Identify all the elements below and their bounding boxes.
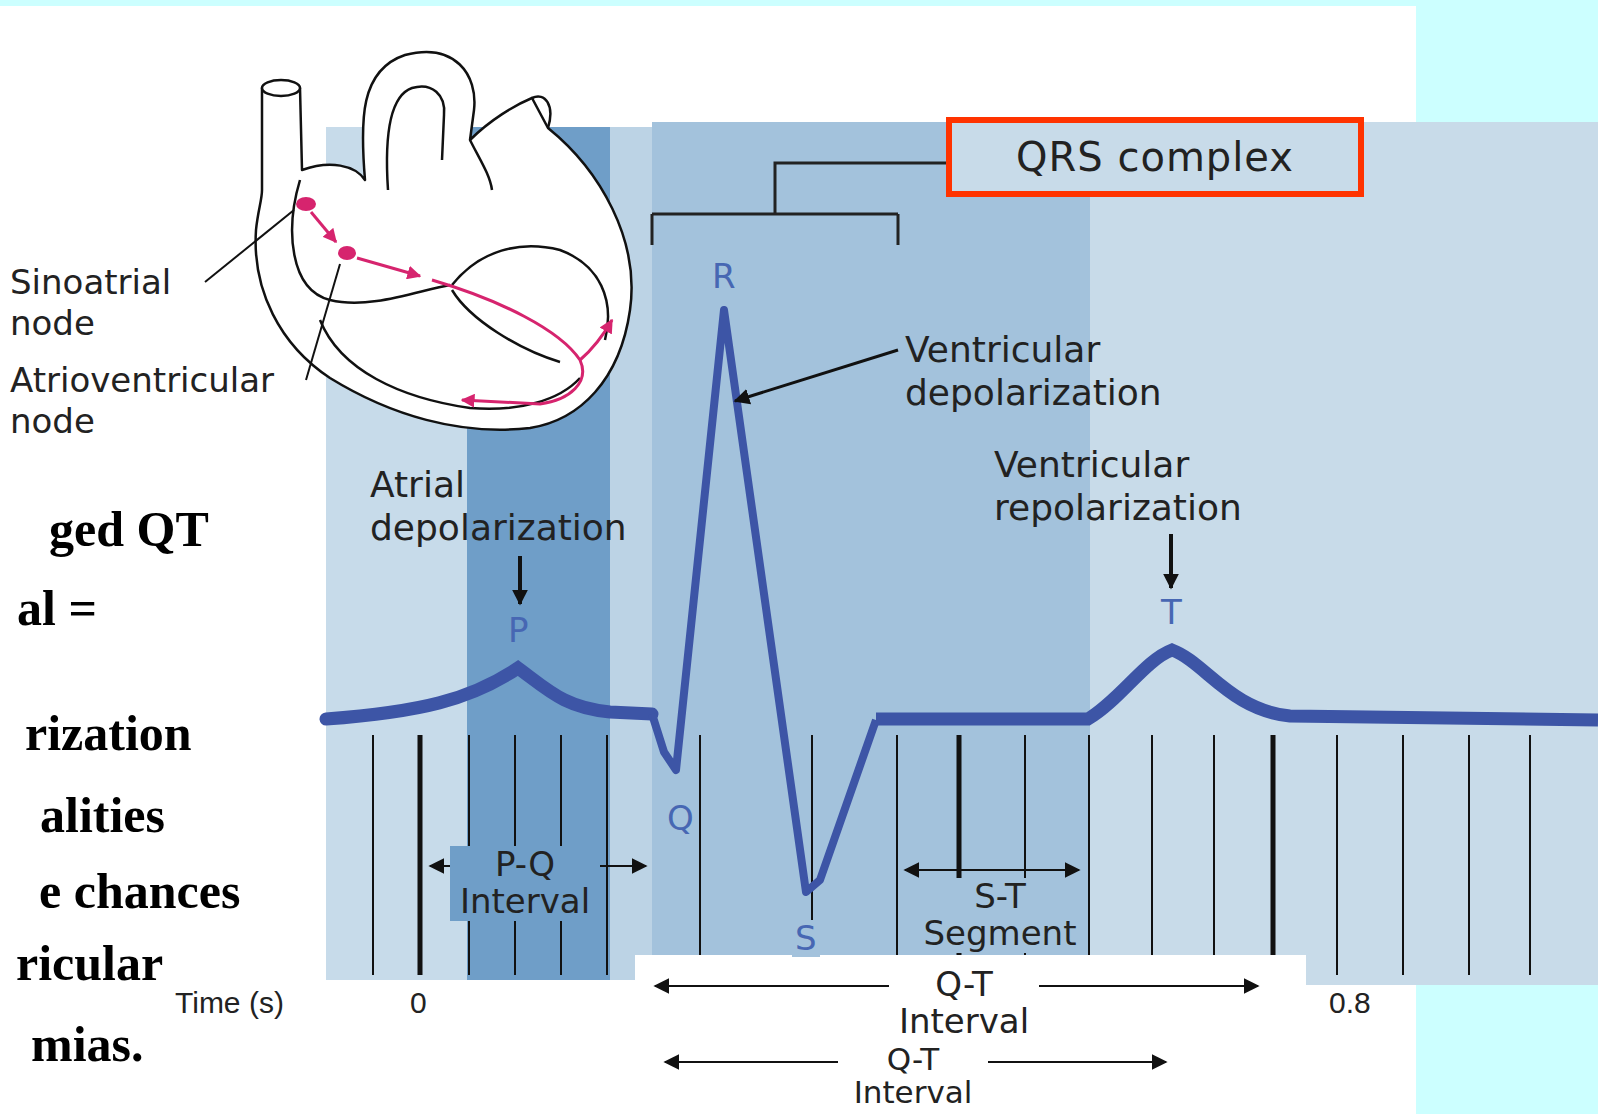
ventricle-wall <box>320 320 580 409</box>
grid-line <box>1213 735 1215 975</box>
wave-letter: T <box>1158 594 1185 631</box>
interval-arrow <box>958 1061 1166 1063</box>
grid-line <box>1271 735 1276 975</box>
interval-label: Q-T Interval <box>889 966 1039 1041</box>
grid-line <box>1336 735 1338 975</box>
grid-line <box>1468 735 1470 975</box>
box-title: QRS complex <box>1016 133 1294 181</box>
grid-line <box>606 735 608 975</box>
grid-line <box>1529 735 1531 975</box>
annotation: Atrial depolarization <box>370 463 670 549</box>
note-text: al = <box>17 580 97 638</box>
time-grid <box>373 735 1530 975</box>
note-text: mias. <box>31 1016 144 1074</box>
conduction-system <box>296 197 612 404</box>
annotation: Ventricular repolarization <box>994 443 1394 529</box>
atrium-wall <box>292 180 450 303</box>
part-label: Atrioventricular node <box>10 360 330 442</box>
wave-letter: Q <box>664 800 697 837</box>
leader-arrow <box>518 556 522 604</box>
axis-title: Time (s) <box>175 985 284 1021</box>
pulmonary-trunk <box>470 97 550 190</box>
wave-letter: P <box>505 612 532 649</box>
note-text: rization <box>25 705 192 763</box>
grid-line <box>418 735 423 975</box>
qrs-st-band <box>652 122 1090 985</box>
highlight-box: QRS complex <box>946 117 1364 197</box>
grid-line <box>896 735 898 975</box>
grid-line <box>699 735 701 975</box>
note-text: ged QT <box>49 501 209 559</box>
vena-cava <box>262 80 300 96</box>
leader-arrow <box>1169 534 1173 588</box>
grid-line <box>1151 735 1153 975</box>
interval-label: Q-T Interval <box>838 1043 988 1110</box>
note-text: alities <box>40 787 165 845</box>
interval-arrow <box>655 985 918 987</box>
note-text: ricular <box>16 935 163 993</box>
leader-line <box>306 264 340 380</box>
note-text: e chances <box>39 863 240 921</box>
interval-label: P-Q Interval <box>450 846 600 921</box>
p-wave-trace <box>326 668 652 719</box>
conduction-path <box>311 212 336 242</box>
sinoatrial-node <box>296 197 316 211</box>
annotation: Ventricular depolarization <box>905 328 1305 414</box>
heart-drawing <box>256 52 632 430</box>
axis-tick: 0 <box>410 985 427 1021</box>
grid-line <box>372 735 374 975</box>
aorta <box>387 87 444 190</box>
axis-tick: 0.8 <box>1329 985 1371 1021</box>
leader-line <box>205 210 294 282</box>
segment-arrow <box>905 869 1079 871</box>
wave-letter: S <box>792 920 820 957</box>
wave-letter: R <box>709 258 739 295</box>
segment-label: S-T Segment <box>915 878 1085 953</box>
qrs-trace <box>652 310 876 892</box>
grid-line <box>1402 735 1404 975</box>
atrioventricular-node <box>338 246 356 260</box>
heart-outline <box>256 52 632 430</box>
t-wave-trace <box>876 650 1598 720</box>
qrs-bracket <box>652 163 946 245</box>
conduction-path <box>432 280 583 404</box>
interval-arrow <box>1010 985 1258 987</box>
conduction-path <box>357 258 420 276</box>
grid-line <box>1088 735 1090 975</box>
qrs-panel <box>652 122 1598 985</box>
leader-arrow <box>735 350 898 401</box>
part-label: Sinoatrial node <box>10 262 225 344</box>
conduction-path <box>580 320 612 360</box>
qt-box <box>635 955 1306 1114</box>
